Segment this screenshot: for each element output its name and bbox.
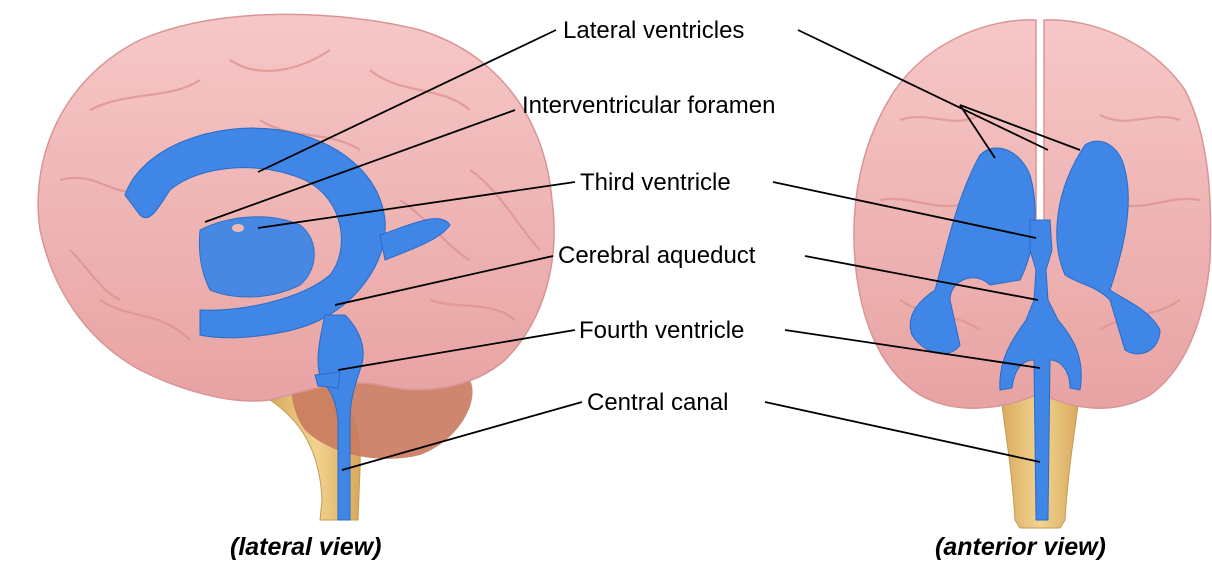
anterior-view-illustration [854, 20, 1211, 528]
label-cerebral-aqueduct: Cerebral aqueduct [558, 242, 756, 269]
caption-anterior-view: (anterior view) [935, 533, 1106, 561]
label-fourth-ventricle: Fourth ventricle [579, 317, 744, 344]
label-interventricular-foramen: Interventricular foramen [522, 92, 775, 119]
label-central-canal: Central canal [587, 389, 728, 416]
leader-central-canal-right [765, 402, 1040, 462]
structure-labels: Lateral ventricles Interventricular fora… [522, 17, 775, 416]
lateral-cerebrum [38, 14, 554, 401]
label-third-ventricle: Third ventricle [580, 169, 731, 196]
caption-lateral-view: (lateral view) [230, 533, 381, 561]
label-lateral-ventricles: Lateral ventricles [563, 17, 744, 44]
view-captions: (lateral view) (anterior view) [230, 533, 1106, 561]
lateral-view-illustration [38, 14, 554, 520]
